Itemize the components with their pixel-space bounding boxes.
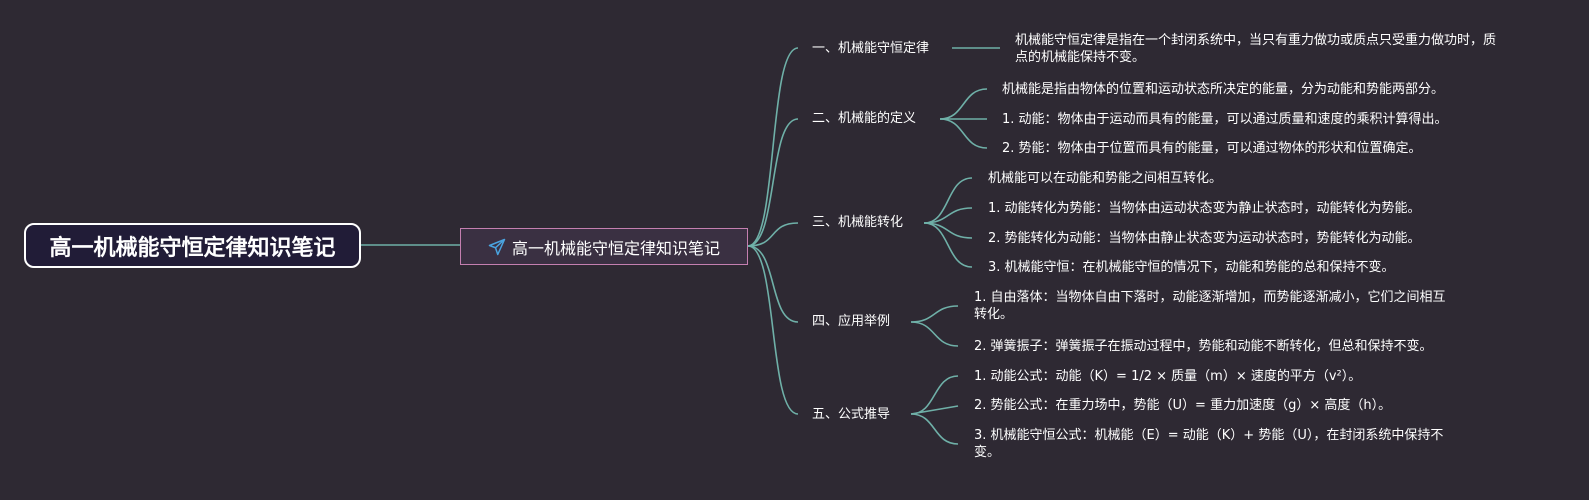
branch-node-5[interactable]: 五、公式推导 bbox=[812, 406, 890, 424]
edge-branch2-leaf1 bbox=[939, 88, 988, 120]
leaf-text: 3. 机械能守恒公式：机械能（E）= 动能（K）+ 势能（U），在封闭系统中保持… bbox=[974, 428, 1444, 460]
edge-branch5-leaf2 bbox=[910, 405, 959, 415]
branch-node-1[interactable]: 一、机械能守恒定律 bbox=[812, 40, 929, 58]
branch-label: 四、应用举例 bbox=[812, 314, 891, 329]
branch-node-2[interactable]: 二、机械能的定义 bbox=[812, 110, 916, 128]
leaf-text: 机械能是指由物体的位置和运动状态所决定的能量，分为动能和势能两部分。 bbox=[1002, 82, 1445, 97]
edge-hub-branch-3 bbox=[747, 222, 799, 247]
leaf-text: 1. 动能转化为势能：当物体由运动状态变为静止状态时，动能转化为势能。 bbox=[988, 201, 1421, 216]
leaf-node-3-3[interactable]: 2. 势能转化为动能：当物体由静止状态变为运动状态时，势能转化为动能。 bbox=[988, 230, 1421, 247]
leaf-node-5-1[interactable]: 1. 动能公式：动能（K）= 1/2 × 质量（m）× 速度的平方（v²）。 bbox=[974, 368, 1361, 385]
branch-node-4[interactable]: 四、应用举例 bbox=[812, 313, 890, 331]
edge-branch3-leaf3 bbox=[923, 222, 973, 239]
edge-branch4-leaf1 bbox=[910, 305, 959, 323]
edge-branch2-leaf3 bbox=[939, 118, 988, 149]
leaf-node-1-1[interactable]: 机械能守恒定律是指在一个封闭系统中，当只有重力做功或质点只受重力做功时，质点的机… bbox=[1015, 32, 1505, 66]
leaf-node-2-3[interactable]: 2. 势能：物体由于位置而具有的能量，可以通过物体的形状和位置确定。 bbox=[1002, 140, 1422, 157]
edge-branch5-leaf3 bbox=[910, 413, 959, 445]
central-topic-title: 高一机械能守恒定律知识笔记 bbox=[511, 238, 720, 258]
branch-label: 三、机械能转化 bbox=[812, 215, 904, 230]
edge-branch4-leaf2 bbox=[910, 321, 959, 347]
paper-plane-icon bbox=[488, 238, 506, 256]
leaf-text: 1. 自由落体：当物体自由下落时，动能逐渐增加，而势能逐渐减小，它们之间相互转化… bbox=[974, 290, 1446, 322]
leaf-text: 机械能可以在动能和势能之间相互转化。 bbox=[988, 171, 1223, 186]
branch-label: 一、机械能守恒定律 bbox=[812, 41, 930, 56]
edge-hub-branch-4 bbox=[747, 245, 799, 323]
leaf-text: 机械能守恒定律是指在一个封闭系统中，当只有重力做功或质点只受重力做功时，质点的机… bbox=[1015, 33, 1497, 65]
central-topic-node[interactable]: 高一机械能守恒定律知识笔记 bbox=[460, 228, 748, 265]
leaf-node-3-2[interactable]: 1. 动能转化为势能：当物体由运动状态变为静止状态时，动能转化为势能。 bbox=[988, 200, 1421, 217]
edge-branch3-leaf1 bbox=[923, 177, 973, 224]
edge-branch5-leaf1 bbox=[910, 375, 959, 415]
edge-branch3-leaf4 bbox=[923, 222, 973, 268]
leaf-text: 1. 动能公式：动能（K）= 1/2 × 质量（m）× 速度的平方（v²）。 bbox=[974, 369, 1362, 384]
leaf-node-2-2[interactable]: 1. 动能：物体由于运动而具有的能量，可以通过质量和速度的乘积计算得出。 bbox=[1002, 111, 1448, 128]
leaf-node-5-2[interactable]: 2. 势能公式：在重力场中，势能（U）= 重力加速度（g）× 高度（h）。 bbox=[974, 397, 1391, 414]
root-node-title: 高一机械能守恒定律知识笔记 bbox=[49, 235, 336, 261]
leaf-node-5-3[interactable]: 3. 机械能守恒公式：机械能（E）= 动能（K）+ 势能（U），在封闭系统中保持… bbox=[974, 427, 1456, 461]
leaf-text: 2. 势能：物体由于位置而具有的能量，可以通过物体的形状和位置确定。 bbox=[1002, 141, 1422, 156]
edge-hub-branch-1 bbox=[747, 47, 799, 247]
branch-node-3[interactable]: 三、机械能转化 bbox=[812, 214, 903, 232]
leaf-text: 3. 机械能守恒：在机械能守恒的情况下，动能和势能的总和保持不变。 bbox=[988, 260, 1395, 275]
leaf-node-3-1[interactable]: 机械能可以在动能和势能之间相互转化。 bbox=[988, 170, 1222, 187]
leaf-node-2-1[interactable]: 机械能是指由物体的位置和运动状态所决定的能量，分为动能和势能两部分。 bbox=[1002, 81, 1444, 98]
leaf-text: 2. 势能转化为动能：当物体由静止状态变为运动状态时，势能转化为动能。 bbox=[988, 231, 1421, 246]
leaf-node-3-4[interactable]: 3. 机械能守恒：在机械能守恒的情况下，动能和势能的总和保持不变。 bbox=[988, 259, 1395, 276]
leaf-text: 1. 动能：物体由于运动而具有的能量，可以通过质量和速度的乘积计算得出。 bbox=[1002, 112, 1448, 127]
leaf-node-4-2[interactable]: 2. 弹簧振子：弹簧振子在振动过程中，势能和动能不断转化，但总和保持不变。 bbox=[974, 338, 1433, 355]
branch-label: 二、机械能的定义 bbox=[812, 111, 917, 126]
leaf-node-4-1[interactable]: 1. 自由落体：当物体自由下落时，动能逐渐增加，而势能逐渐减小，它们之间相互转化… bbox=[974, 289, 1456, 323]
edge-hub-branch-5 bbox=[747, 245, 799, 415]
root-node[interactable]: 高一机械能守恒定律知识笔记 bbox=[24, 223, 361, 268]
leaf-text: 2. 弹簧振子：弹簧振子在振动过程中，势能和动能不断转化，但总和保持不变。 bbox=[974, 339, 1433, 354]
edge-hub-branch-2 bbox=[747, 118, 799, 247]
leaf-text: 2. 势能公式：在重力场中，势能（U）= 重力加速度（g）× 高度（h）。 bbox=[974, 398, 1392, 413]
branch-label: 五、公式推导 bbox=[812, 407, 891, 422]
